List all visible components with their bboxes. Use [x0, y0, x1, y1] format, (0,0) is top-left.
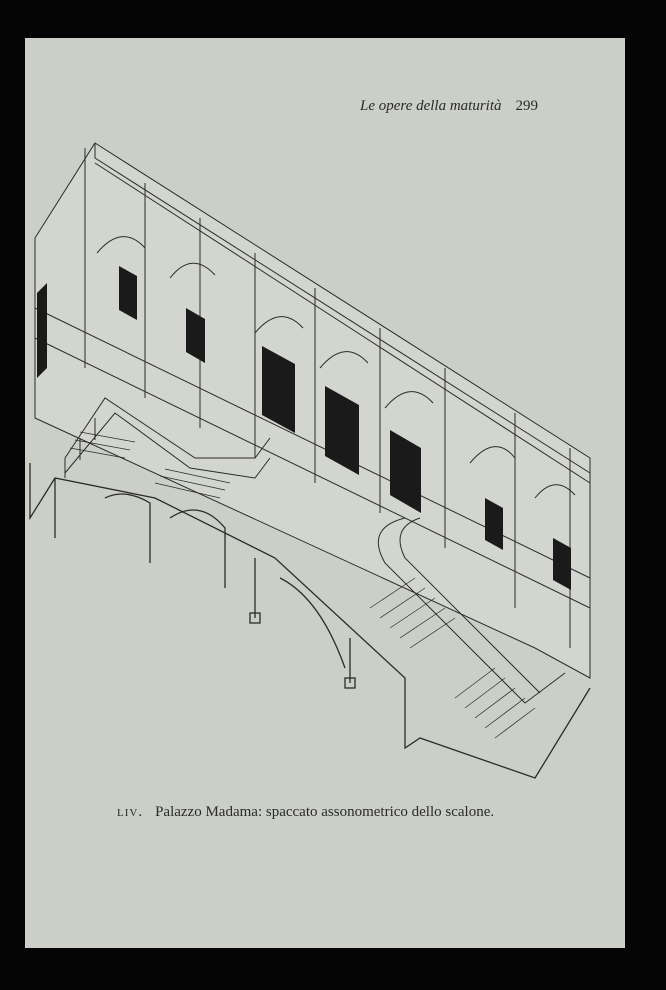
caption-text: Palazzo Madama: spaccato assonometrico d…	[155, 804, 495, 820]
left-staircase	[64, 397, 271, 499]
page-number: 299	[515, 98, 539, 114]
windows	[37, 266, 571, 590]
section-cut	[29, 463, 591, 779]
pilasters	[84, 148, 571, 648]
book-page: Le opere della maturità 299	[25, 38, 625, 948]
plate-number: LIV.	[117, 804, 144, 820]
running-header: Le opere della maturità 299	[360, 98, 538, 115]
right-staircase	[369, 517, 566, 739]
figure-caption: LIV. Palazzo Madama: spaccato assonometri…	[117, 804, 494, 821]
axonometric-drawing	[29, 142, 591, 779]
running-title: Le opere della maturità	[360, 98, 502, 114]
facade	[34, 142, 591, 679]
